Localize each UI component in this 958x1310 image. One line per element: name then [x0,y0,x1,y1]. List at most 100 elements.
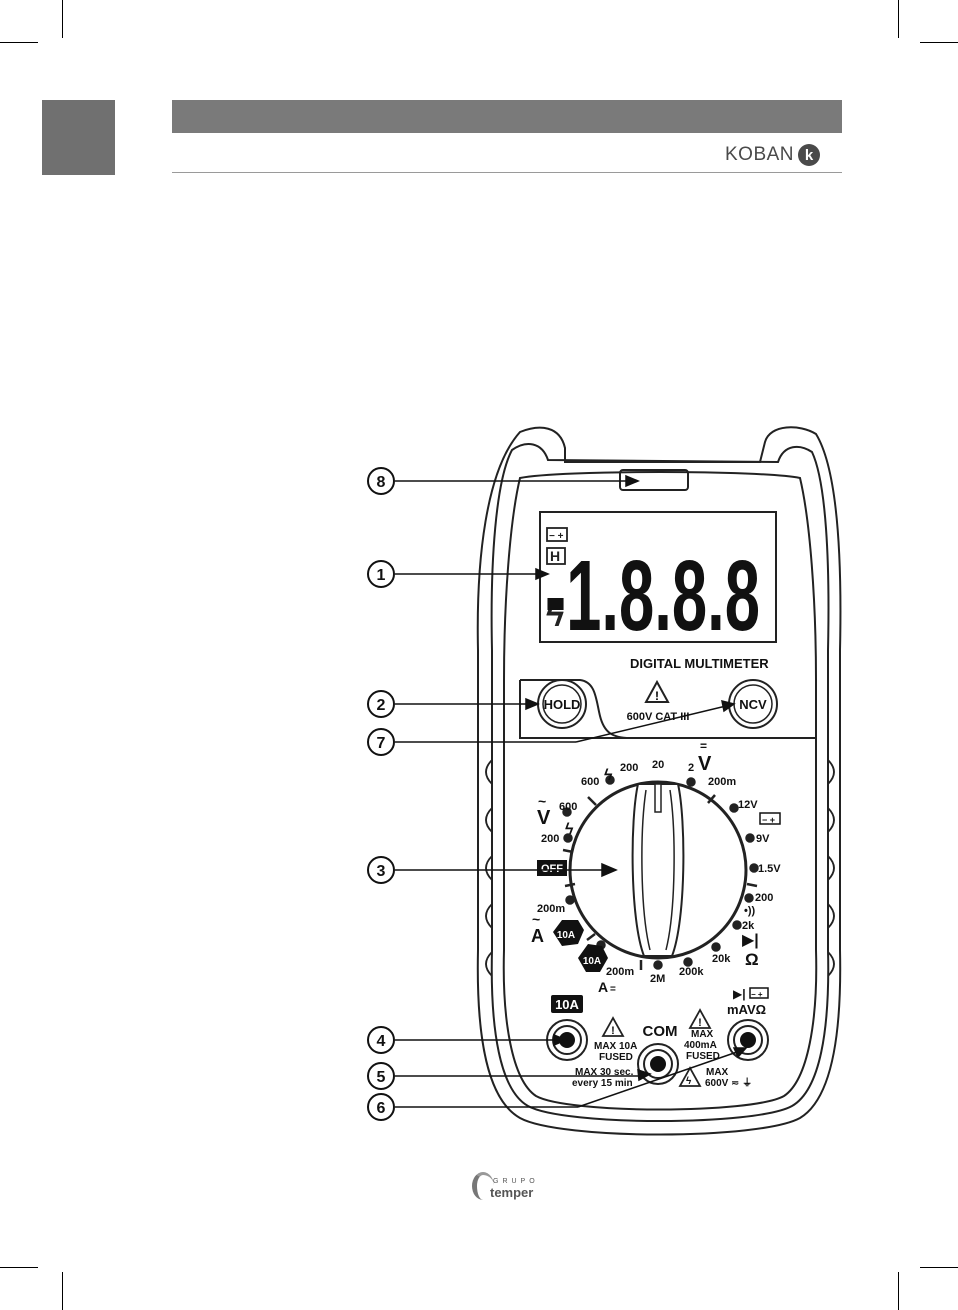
callout-2: 2 [367,690,395,718]
max-voltage-warning: ϟ MAX 600V ≂ ⏚ [678,1066,752,1089]
dial-off-label: OFF [537,860,567,876]
svg-text:− +: − + [751,990,763,999]
footer-name: temper [490,1185,534,1200]
jack-10a-warning: ! MAX 10A FUSED MAX 30 sec. every 15 min [572,1016,637,1089]
svg-text:•)): •)) [744,905,756,917]
header-bar [172,100,842,133]
footer-logo-swoosh-icon [472,1172,494,1200]
callout-6: 6 [367,1093,395,1121]
cat-rating: 600V CAT III [627,711,690,723]
dial-label: 200 [541,833,559,845]
crop-mark [898,1272,899,1310]
brand-name: KOBAN [725,144,795,165]
callout-3: 3 [367,856,395,884]
dial-labels: 200 600 600 200 20 2 200m 12V 9V 1.5V 20… [537,759,781,985]
svg-text:7: 7 [377,735,386,752]
rotary-dial[interactable] [568,780,748,960]
crop-mark [62,1272,63,1310]
dial-label: 200m [606,966,634,978]
svg-text:600V: 600V [705,1078,729,1089]
svg-text:2: 2 [377,697,386,714]
panel-title: DIGITAL MULTIMETER [630,656,769,671]
svg-text:6: 6 [377,1100,386,1117]
dial-label: 200 [755,892,773,904]
svg-text:1: 1 [377,567,386,584]
callout-8: 8 [367,467,395,495]
dial-ticks [562,775,759,970]
svg-text:~: ~ [532,911,540,927]
svg-text:− +: − + [762,815,775,825]
svg-text:≂ ⏚: ≂ ⏚ [731,1077,752,1089]
svg-text:MAX 30 sec.: MAX 30 sec. [575,1067,634,1078]
dial-label: 2k [742,920,755,932]
svg-text:FUSED: FUSED [686,1051,720,1062]
dial-label: 20 [652,759,664,771]
dial-pointer [654,783,662,813]
callout-4: 4 [367,1026,395,1054]
dial-label: 2M [650,973,665,985]
brand-logo: KOBAN k [725,141,845,169]
brand-mark-icon: k [798,144,821,166]
svg-text:10A: 10A [555,997,579,1012]
dial-label: 1.5V [758,863,781,875]
dial-10a-dc: 10A [578,944,608,972]
callout-lines [395,474,748,1108]
dial-label: 9V [756,833,770,845]
dial-label: 600 [559,801,577,813]
svg-text:~: ~ [538,793,546,809]
dial-label: 2 [688,762,694,774]
hold-button-label: HOLD [544,697,581,712]
lightning-icon: ϟ [546,596,564,634]
svg-text:MAX: MAX [691,1029,714,1040]
jack-mavo[interactable] [727,1019,769,1061]
header-rule [172,172,842,173]
crop-mark [920,1267,958,1268]
svg-text:!: ! [611,1025,615,1037]
svg-text:5: 5 [377,1069,386,1086]
svg-text:− +: − + [549,531,564,542]
lcd-display: − + H ϟ -1.8.8.8 [539,511,777,652]
dial-label: 200 [620,762,638,774]
dial-label: 20k [712,953,731,965]
svg-text:=: = [610,984,616,995]
crop-mark [898,0,899,38]
grip-bumps [485,759,835,977]
acv-symbol: V [537,807,551,829]
dial-label: 600 [581,776,599,788]
svg-text:ϟ: ϟ [604,767,613,784]
crop-mark [0,42,38,43]
dial-label: 12V [738,799,758,811]
svg-text:!: ! [698,1017,702,1029]
svg-text:10A: 10A [557,930,575,941]
battery-icon [546,527,568,542]
svg-text:▶|: ▶| [742,932,759,949]
svg-text:FUSED: FUSED [599,1052,633,1063]
jack-10a-label: 10A [551,995,583,1013]
aca-symbol: A [531,926,544,946]
meter-body [476,426,842,1136]
jack-com[interactable] [637,1043,679,1085]
dca-symbol: A [598,979,608,995]
jack-mavo-warning: ! MAX 400mA FUSED [684,1008,720,1062]
dial-label: 200m [537,903,565,915]
ohm-symbol: Ω [745,950,759,969]
svg-text:400mA: 400mA [684,1040,717,1051]
svg-text:4: 4 [377,1033,386,1050]
ncv-button[interactable]: NCV [728,679,778,729]
dial-label: 200m [708,776,736,788]
dial-10a-ac: 10A [553,920,584,946]
svg-text:MAX 10A: MAX 10A [594,1041,637,1052]
callouts: 8 1 2 7 3 4 5 6 [367,467,395,1121]
svg-text:=: = [700,739,707,753]
crop-mark [62,0,63,38]
dial-label: 200k [679,966,704,978]
svg-text:8: 8 [377,474,386,491]
crop-mark [920,42,958,43]
hold-button[interactable]: HOLD [537,679,587,729]
side-tab [42,100,115,175]
svg-text:10A: 10A [583,956,601,967]
dial-symbols: V ~ V = A ~ A = Ω ϟ ϟ ▶| •)) − + [531,739,781,995]
lcd-digits: -1.8.8.8 [545,540,760,652]
svg-text:ϟ: ϟ [565,821,574,838]
hold-indicator: H [550,548,560,564]
